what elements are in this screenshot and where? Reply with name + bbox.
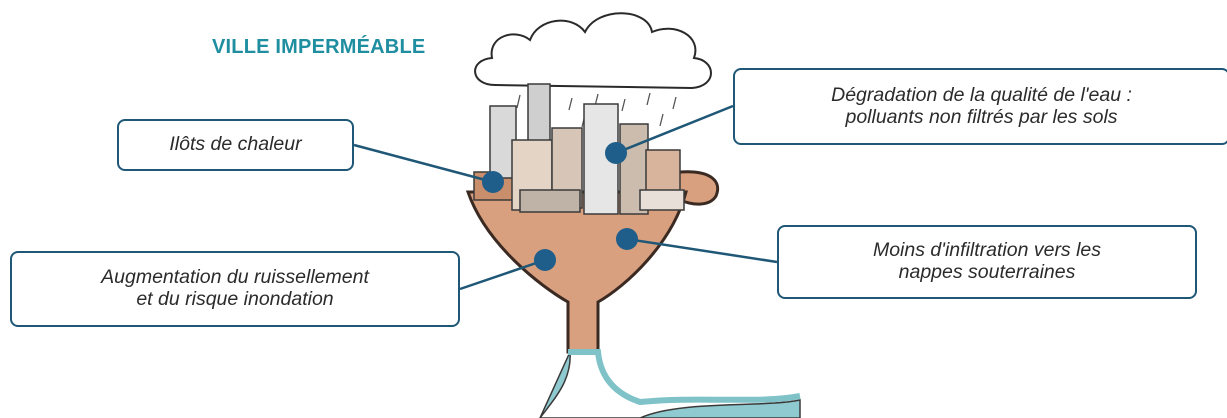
- funnel-handle: [679, 170, 719, 206]
- label-ilots-de-chaleur: Ilôts de chaleur: [117, 119, 354, 171]
- funnel-icon: [465, 190, 688, 354]
- page-title: VILLE IMPERMÉABLE: [212, 36, 426, 58]
- connector-lines: [353, 104, 778, 291]
- water-icon: [539, 349, 801, 418]
- marker-infiltration: [616, 228, 638, 250]
- label-augmentation-ruissellement: Augmentation du ruissellement et du risq…: [10, 251, 460, 327]
- marker-qualite: [605, 142, 627, 164]
- marker-ruissellement: [534, 249, 556, 271]
- cloud-icon: [474, 12, 712, 90]
- marker-chaleur: [482, 171, 504, 193]
- city-icon: [473, 83, 685, 215]
- label-moins-infiltration: Moins d'infiltration vers les nappes sou…: [777, 225, 1197, 299]
- label-degradation-qualite-eau: Dégradation de la qualité de l'eau : pol…: [733, 68, 1227, 145]
